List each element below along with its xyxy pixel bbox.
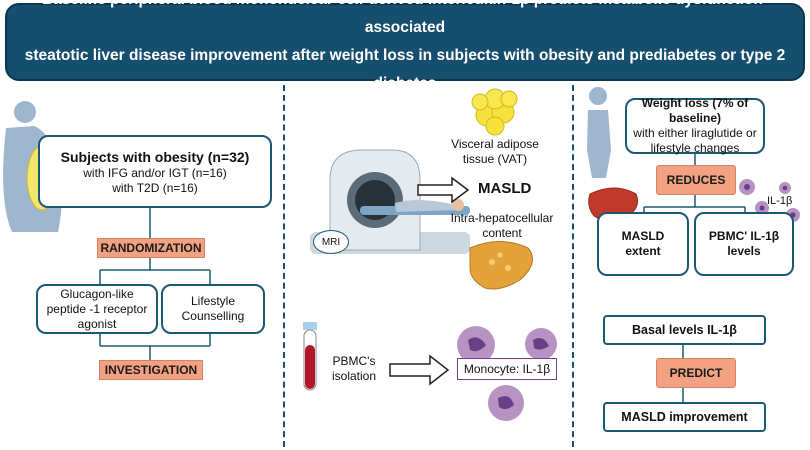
glp1-arm-box: Glucagon-like peptide -1 receptor agonis… xyxy=(36,284,158,334)
randomization-label: RANDOMIZATION xyxy=(97,238,205,258)
subjects-box: Subjects with obesity (n=32) with IFG an… xyxy=(38,135,272,208)
weight-loss-heading: Weight loss (7% of baseline) xyxy=(641,96,749,125)
masld-extent-box: MASLD extent xyxy=(597,212,689,276)
monocyte-cells-icon xyxy=(457,326,557,421)
masld-improvement-box: MASLD improvement xyxy=(603,402,766,432)
title-banner: Baseline peripheral blood mononuclear ce… xyxy=(5,0,805,92)
lifestyle-arm-box: Lifestyle Counselling xyxy=(161,284,265,334)
glp1-arm-label: Glucagon-like peptide -1 receptor agonis… xyxy=(46,286,148,331)
adipose-cells-icon xyxy=(471,88,518,136)
investigation-label: INVESTIGATION xyxy=(99,360,203,380)
title-line-1: Baseline peripheral blood mononuclear ce… xyxy=(42,0,768,36)
divider-left xyxy=(283,85,285,447)
blood-tube-icon xyxy=(303,322,317,391)
masld-label: MASLD xyxy=(478,180,532,197)
reduces-label: REDUCES xyxy=(656,165,736,195)
weight-loss-detail: with either liraglutide or lifestyle cha… xyxy=(633,126,757,155)
masld-extent-label: MASLD extent xyxy=(621,229,665,258)
monocyte-il1b-box: Monocyte: IL-1β xyxy=(457,358,557,380)
ihc-label: Intra-hepatocellular content xyxy=(450,211,554,240)
subjects-t2d: with T2D (n=16) xyxy=(112,180,198,195)
mri-scanner-icon xyxy=(310,149,470,254)
basal-il1b-box: Basal levels IL-1β xyxy=(603,315,766,345)
masld-improvement-label: MASLD improvement xyxy=(621,410,748,424)
weight-loss-box: Weight loss (7% of baseline) with either… xyxy=(625,96,765,155)
pbmc-il1b-label: PBMC' IL-1β levels xyxy=(708,229,780,258)
predict-label: PREDICT xyxy=(656,358,736,388)
lifestyle-arm-label: Lifestyle Counselling xyxy=(181,294,245,323)
fatty-liver-icon xyxy=(469,241,533,290)
subjects-ifg-igt: with IFG and/or IGT (n=16) xyxy=(83,165,227,180)
mri-label: MRI xyxy=(313,230,349,254)
divider-right xyxy=(572,85,574,447)
title-line-2: steatotic liver disease improvement afte… xyxy=(24,47,786,92)
subjects-title: Subjects with obesity (n=32) xyxy=(60,148,250,165)
pbmc-il1b-box: PBMC' IL-1β levels xyxy=(694,212,794,276)
basal-il1b-label: Basal levels IL-1β xyxy=(632,323,737,337)
vat-label: Visceral adipose tissue (VAT) xyxy=(451,137,539,166)
pbmc-isolation-label: PBMC's isolation xyxy=(331,354,377,383)
il1b-small-label: IL-1β xyxy=(767,195,793,207)
thin-person-icon xyxy=(587,87,611,178)
